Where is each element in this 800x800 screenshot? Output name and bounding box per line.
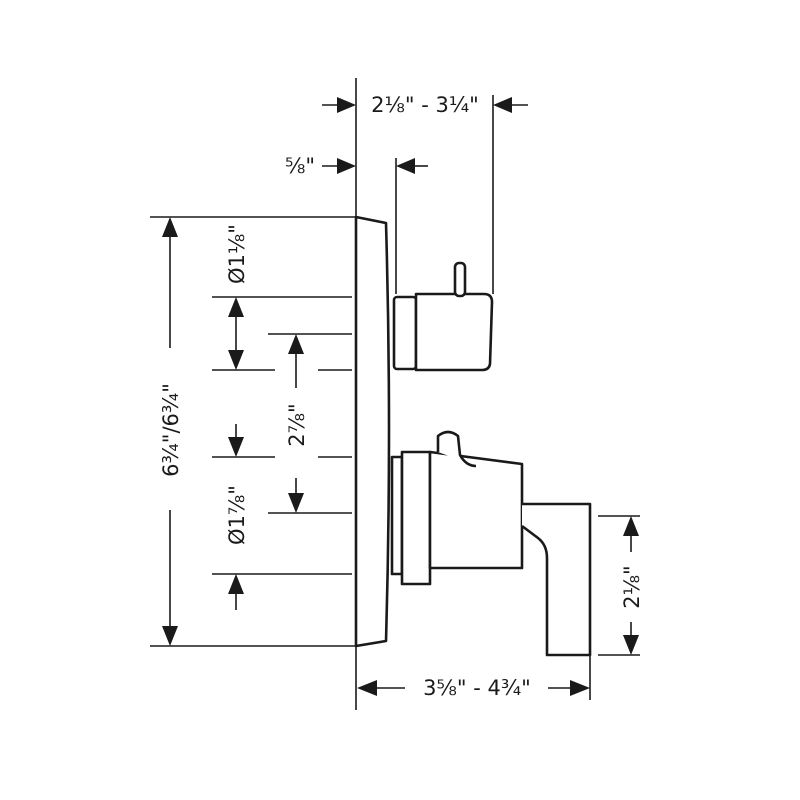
dim-overall-height-label: 6¾"/6¾" — [159, 383, 183, 477]
dim-top-handle-diameter-label: Ø1⅛" — [225, 224, 249, 284]
bottom-handle-sleeve — [400, 450, 432, 586]
dim-lever-height: 2⅛" — [620, 516, 644, 655]
bottom-handle-collar — [390, 455, 404, 576]
dim-top-depth-label: 2⅛" - 3¼" — [371, 93, 479, 117]
extension-lines — [150, 78, 640, 710]
dim-trim-offset-label: ⅝" — [285, 154, 315, 178]
dim-handle-spacing-label: 2⅞" — [285, 403, 309, 446]
lever-arm — [521, 502, 592, 657]
top-handle-indicator-stem — [453, 261, 467, 298]
dim-overall-height: 6¾"/6¾" — [159, 217, 183, 646]
trim-plate — [354, 215, 391, 648]
dim-bottom-handle-diameter-label: Ø1⅞" — [225, 485, 249, 545]
dim-lever-height-label: 2⅛" — [620, 565, 644, 608]
top-handle-collar — [392, 295, 418, 371]
dim-bottom-depth: 3⅝" - 4¾" — [357, 676, 590, 700]
dim-bottom-depth-label: 3⅝" - 4¾" — [423, 676, 531, 700]
dim-bottom-handle-diameter: Ø1⅞" — [225, 424, 249, 610]
dim-handle-spacing: 2⅞" — [285, 334, 309, 513]
bottom-handle-body — [428, 450, 524, 570]
dim-top-handle-diameter: Ø1⅛" — [225, 224, 249, 370]
valve-part-outline — [354, 215, 592, 657]
bottom-handle-cap — [436, 430, 477, 468]
dim-trim-offset: ⅝" — [285, 154, 428, 178]
dim-top-depth: 2⅛" - 3¼" — [322, 93, 528, 117]
top-handle-body — [414, 292, 494, 372]
